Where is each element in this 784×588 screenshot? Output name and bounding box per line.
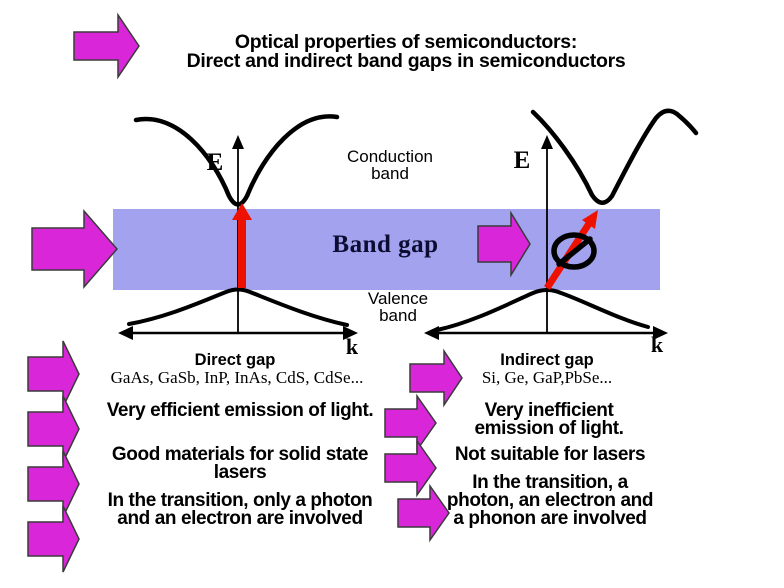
- direct-gap-point-2: Good materials for solid state lasers: [111, 444, 369, 483]
- slide-title-line2: Direct and indirect band gaps in semicon…: [186, 50, 626, 72]
- title-block-arrow-icon: [73, 12, 140, 80]
- indirect-momentum-axis-left-arrowhead-icon: [424, 326, 439, 340]
- direct-momentum-axis-right-arrowhead-icon: [343, 326, 358, 340]
- direct-bullet-arrow-2-icon: [27, 395, 80, 463]
- direct-gap-heading: Direct gap: [194, 351, 276, 369]
- band-gap-label: Band gap: [332, 231, 439, 258]
- indirect-bullet-arrow-3-icon: [384, 438, 437, 498]
- direct-gap-point-3: In the transition, only a photon and an …: [107, 490, 373, 529]
- forbidden-transition-icon: [551, 232, 597, 270]
- slide-title-line1: Optical properties of semiconductors:: [234, 31, 578, 53]
- forbidden-transition-slash-icon: [556, 236, 593, 267]
- indirect-valence-band-curve: [435, 288, 650, 332]
- indirect-bullet-arrow-2-icon: [384, 393, 437, 453]
- valence-band-label-line2: band: [379, 306, 417, 325]
- direct-gap-point-1: Very efficient emission of light.: [106, 400, 374, 421]
- indirect-gap-heading: Indirect gap: [500, 351, 594, 369]
- direct-momentum-axis-label: k: [345, 334, 359, 359]
- indirect-gap-point-2: Not suitable for lasers: [454, 444, 646, 465]
- valence-band-label: Valence band: [346, 290, 450, 324]
- indirect-bullet-arrow-1-icon: [409, 348, 463, 408]
- indirect-energy-axis-label: E: [513, 147, 531, 174]
- bandgap-right-block-arrow-icon: [477, 210, 531, 278]
- indirect-momentum-axis-right-arrowhead-icon: [653, 326, 668, 340]
- indirect-gap-point-3: In the transition, a photon, an electron…: [446, 472, 654, 529]
- direct-gap-materials: GaAs, GaSb, InP, InAs, CdS, CdSe...: [110, 368, 364, 387]
- direct-energy-axis-arrowhead-icon: [232, 135, 244, 149]
- indirect-gap-point-1: Very inefficient emission of light.: [474, 400, 624, 439]
- indirect-transition-arrowhead-icon: [582, 210, 598, 229]
- indirect-bullet-arrow-4-icon: [397, 483, 450, 543]
- conduction-band-label-line1: Conduction: [346, 147, 433, 166]
- direct-transition-arrowhead-icon: [232, 203, 252, 220]
- direct-energy-axis-label: E: [206, 149, 224, 176]
- indirect-gap-materials: Si, Ge, GaP,PbSe...: [481, 368, 613, 387]
- direct-bullet-arrow-4-icon: [27, 505, 80, 573]
- indirect-energy-axis-arrowhead-icon: [541, 135, 553, 149]
- indirect-momentum-axis-label: k: [650, 332, 664, 357]
- slide-title: Optical properties of semiconductors: Di…: [100, 31, 712, 72]
- direct-bullet-arrow-3-icon: [27, 450, 80, 518]
- direct-conduction-band-curve: [133, 114, 340, 207]
- direct-momentum-axis-left-arrowhead-icon: [118, 326, 133, 340]
- conduction-band-label: Conduction band: [338, 148, 442, 182]
- bandgap-left-block-arrow-icon: [31, 208, 118, 290]
- direct-bullet-arrow-1-icon: [27, 340, 80, 408]
- indirect-conduction-band-curve: [530, 108, 699, 205]
- conduction-band-label-line2: band: [371, 164, 409, 183]
- valence-band-label-line1: Valence: [367, 289, 429, 308]
